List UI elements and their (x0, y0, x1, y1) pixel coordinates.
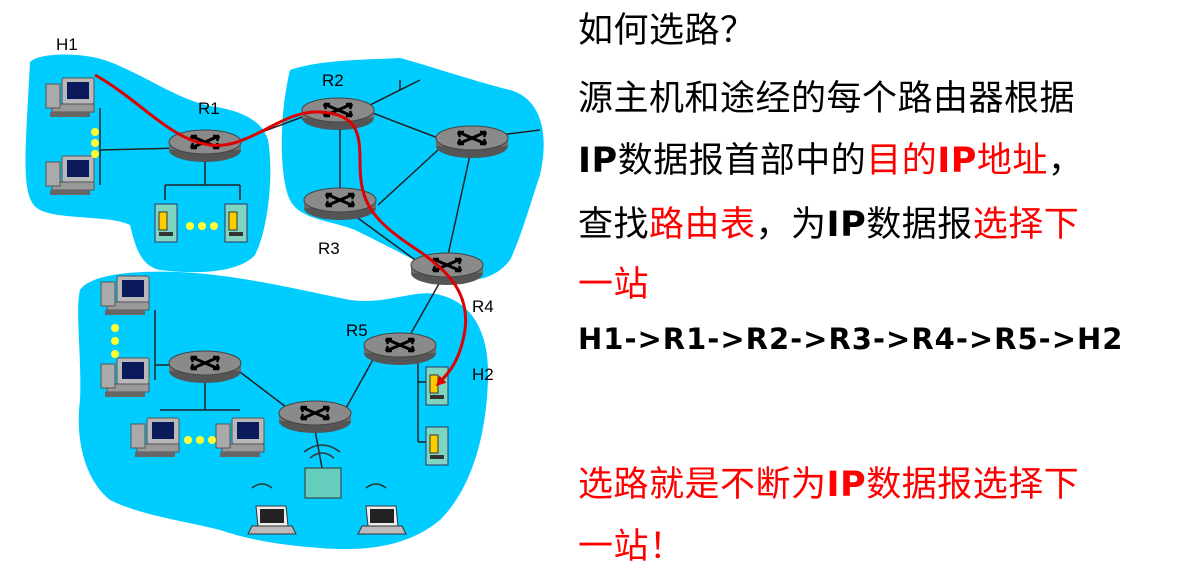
highlight-text: 地址 (977, 141, 1048, 181)
label-r4: R4 (472, 297, 494, 316)
router (169, 351, 241, 383)
label-r2: R2 (322, 71, 344, 90)
slide-title: 如何选路？ (578, 2, 756, 53)
conclusion-line-2: 一站！ (578, 518, 685, 569)
access-point (305, 468, 341, 498)
text-run: 数据报首部中的 (618, 141, 867, 181)
ellipsis-dots (111, 324, 119, 358)
host-h1-pc (46, 78, 94, 117)
text-run: IP (827, 205, 867, 245)
host-pc (101, 358, 149, 397)
paragraph-line-1: 源主机和途经的每个路由器根据 (578, 70, 1075, 121)
router-r4 (411, 253, 483, 285)
paragraph-line-2: IP数据报首部中的目的IP地址， (578, 132, 1083, 183)
network-diagram: H1 R1 R2 R3 R4 R5 H2 (0, 0, 570, 575)
server (426, 427, 448, 465)
highlight-text: 选路就是不断为 (578, 465, 827, 505)
router-r5 (364, 333, 436, 365)
label-r5: R5 (346, 321, 368, 340)
text-run: 查找 (578, 205, 649, 245)
label-r1: R1 (198, 99, 220, 118)
conclusion-line-1: 选路就是不断为IP数据报选择下 (578, 456, 1079, 507)
host-pc (216, 418, 264, 457)
highlight-text: 一站 (578, 265, 649, 305)
server (225, 204, 247, 242)
label-h2: H2 (472, 365, 494, 384)
router (279, 401, 351, 433)
highlight-text: 数据报选择下 (866, 465, 1079, 505)
highlight-text: 一站！ (578, 527, 685, 567)
text-run: ， (1048, 141, 1084, 181)
host-pc (46, 156, 94, 195)
server (155, 204, 177, 242)
text-run: IP (578, 141, 618, 181)
highlight-text: IP (827, 465, 867, 505)
label-h1: H1 (56, 35, 78, 54)
highlight-text: 目的 (866, 141, 937, 181)
paragraph-line-3: 查找路由表，为IP数据报选择下 (578, 196, 1079, 247)
label-r3: R3 (318, 239, 340, 258)
text-run: ，为 (756, 205, 827, 245)
highlight-text: IP (937, 141, 977, 181)
highlight-text: 路由表 (649, 205, 756, 245)
router-r3 (304, 188, 376, 220)
ellipsis-dots (186, 222, 218, 230)
ellipsis-dots (184, 436, 216, 444)
host-pc (101, 276, 149, 315)
host-h2-server (426, 367, 448, 405)
router (436, 126, 508, 158)
host-pc (131, 418, 179, 457)
text-run: 源主机和途经的每个路由器根据 (578, 79, 1075, 119)
route-sequence: H1->R1->R2->R3->R4->R5->H2 (578, 322, 1123, 356)
text-run: 数据报 (866, 205, 973, 245)
ellipsis-dots (91, 128, 99, 158)
paragraph-line-4: 一站 (578, 256, 649, 307)
highlight-text: 选择下 (973, 205, 1080, 245)
